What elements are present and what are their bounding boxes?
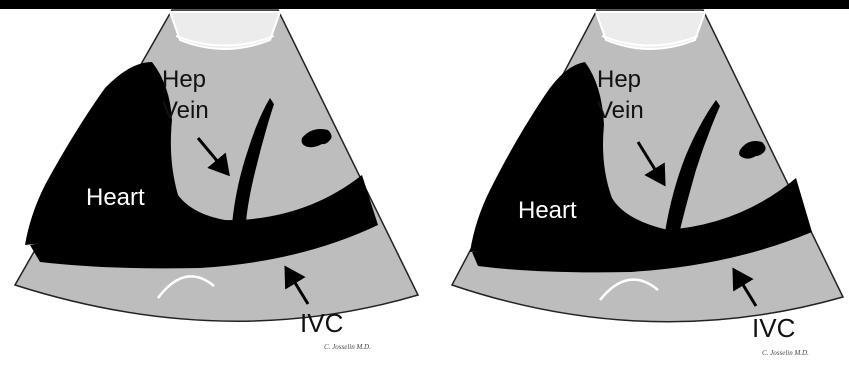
heart-label: Heart bbox=[518, 197, 577, 224]
ivc-label: IVC bbox=[300, 308, 343, 338]
heart-label: Heart bbox=[86, 184, 145, 211]
hep-label: Hep bbox=[162, 66, 206, 93]
transducer-near-field bbox=[170, 12, 280, 49]
panel-right: Hep Vein Heart IVC C. Josselin M.D. bbox=[452, 10, 843, 357]
vein-label: Vein bbox=[597, 97, 644, 124]
panel-left: Hep Vein Heart IVC C. Josselin M.D. bbox=[15, 10, 418, 351]
signature: C. Josselin M.D. bbox=[324, 343, 371, 351]
signature: C. Josselin M.D. bbox=[762, 349, 809, 357]
vein-label: Vein bbox=[162, 97, 209, 124]
hep-label: Hep bbox=[597, 66, 641, 93]
top-border-bar bbox=[0, 0, 849, 9]
ivc-label: IVC bbox=[752, 313, 795, 343]
